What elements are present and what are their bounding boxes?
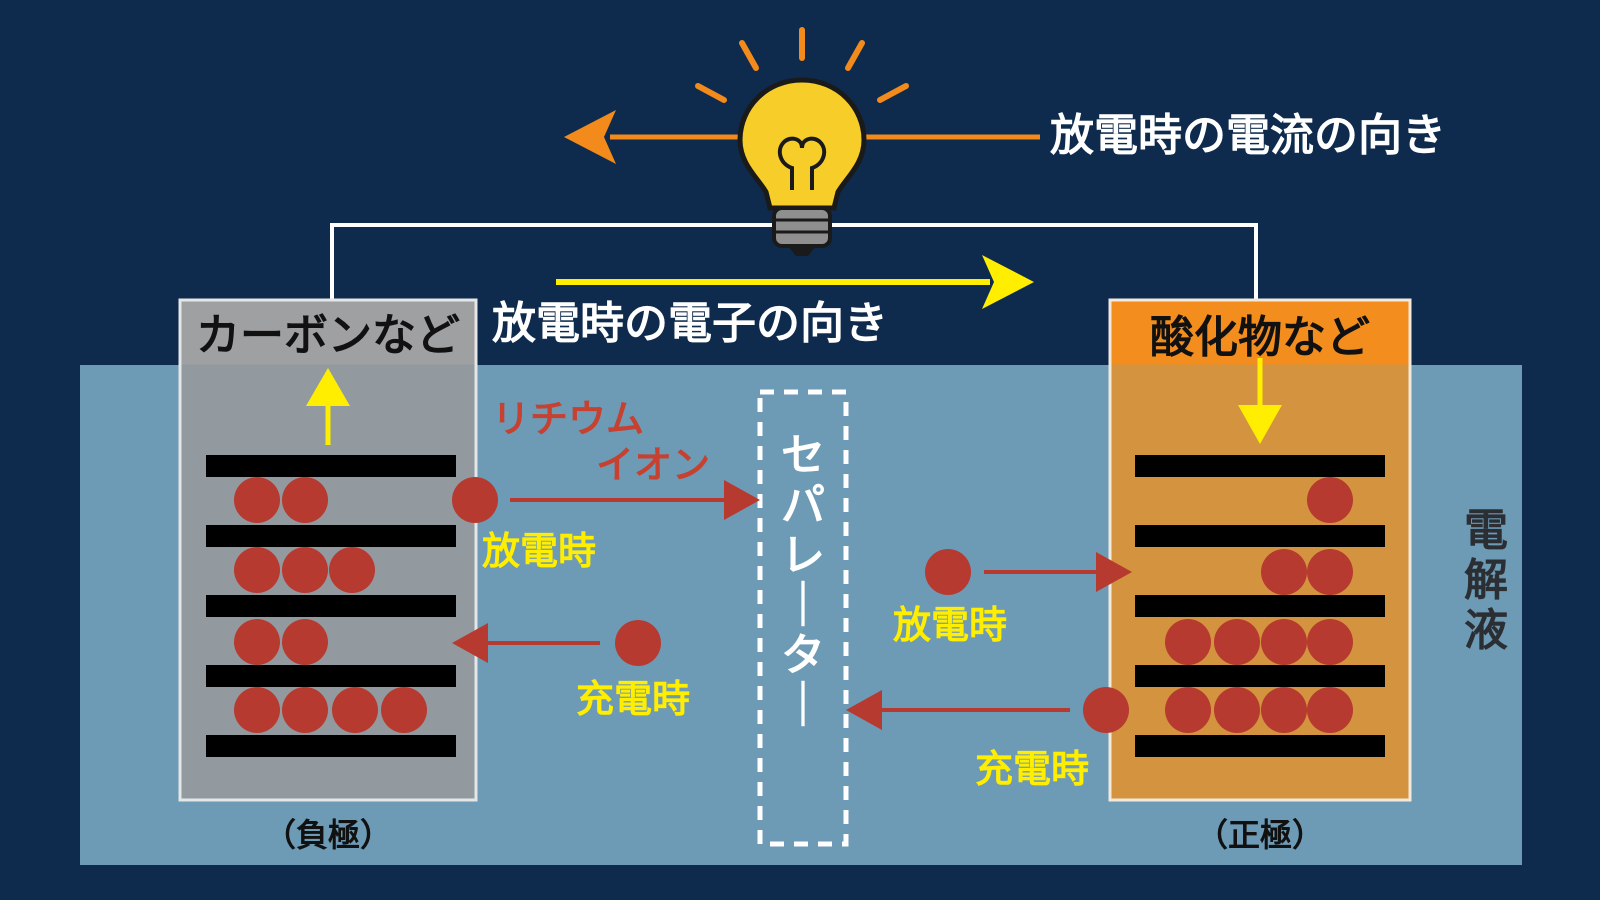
lithium-ion <box>282 477 328 523</box>
discharge-label-right: 放電時 <box>893 603 1007 647</box>
separator: セパレ｜タ｜ <box>757 389 849 847</box>
lithium-ion-moving <box>1083 687 1129 733</box>
positive-electron-arrowhead <box>1238 405 1282 444</box>
positive-material-label: 酸化物など <box>1150 312 1370 363</box>
lithium-ion <box>282 619 328 665</box>
positive-layers <box>1135 455 1385 757</box>
discharge-ion-arrowhead-left <box>724 480 760 520</box>
lithium-ion-moving <box>615 620 661 666</box>
negative-header-band <box>181 301 475 365</box>
lithium-ion <box>234 687 280 733</box>
negative-layers <box>206 455 456 757</box>
current-direction-arrowhead <box>564 110 616 164</box>
positive-electrode: 酸化物など （正極） <box>1108 298 1412 854</box>
negative-material-label: カーボンなど <box>196 310 460 361</box>
discharge-ion-arrowhead-right <box>1096 552 1132 592</box>
electron-direction-label: 放電時の電子の向き <box>492 298 888 349</box>
lithium-ion <box>234 547 280 593</box>
electrolyte-label: 電解液 <box>1464 505 1508 656</box>
lithium-ion <box>234 477 280 523</box>
graphite-layer <box>206 455 456 477</box>
bulb-base <box>772 206 832 248</box>
lithium-ion <box>1214 687 1260 733</box>
positive-electrode-box <box>1108 298 1412 802</box>
electron-direction-arrowhead <box>982 255 1034 309</box>
positive-ions <box>1165 477 1353 733</box>
lithium-ion <box>1307 687 1353 733</box>
lithium-ion <box>234 619 280 665</box>
lithium-ion-moving <box>452 477 498 523</box>
lithium-ion <box>1261 619 1307 665</box>
oxide-layer <box>1135 665 1385 687</box>
light-bulb-icon <box>695 27 909 256</box>
charge-label-right: 充電時 <box>975 747 1089 791</box>
oxide-layer <box>1135 595 1385 617</box>
lithium-ion-label-line2: イオン <box>596 443 710 487</box>
bulb-rays <box>695 27 909 103</box>
lithium-ion <box>1307 549 1353 595</box>
positive-electrode-label: （正極） <box>1196 816 1324 854</box>
oxide-layer <box>1135 525 1385 547</box>
lithium-ion-label-line1: リチウム <box>492 397 644 441</box>
lithium-ion <box>1165 687 1211 733</box>
graphite-layer <box>206 525 456 547</box>
separator-label: セパレ｜タ｜ <box>781 430 825 731</box>
lithium-ion <box>282 547 328 593</box>
oxide-layer <box>1135 735 1385 757</box>
charge-ion-arrowhead-right <box>846 690 882 730</box>
graphite-layer <box>206 665 456 687</box>
discharge-label-left: 放電時 <box>482 529 596 573</box>
lithium-ion <box>1307 619 1353 665</box>
current-direction-label: 放電時の電流の向き <box>1050 110 1446 161</box>
lithium-ion <box>1261 687 1307 733</box>
negative-ions <box>234 477 427 733</box>
negative-electrode-label: （負極） <box>264 816 392 854</box>
separator-box <box>757 389 849 847</box>
negative-electron-arrowhead <box>306 368 350 406</box>
bulb-filament <box>777 136 827 190</box>
lithium-ion <box>1214 619 1260 665</box>
negative-electrode: カーボンなど （負極） <box>178 298 478 854</box>
lithium-ion <box>329 547 375 593</box>
graphite-layer <box>206 735 456 757</box>
lithium-ion <box>1307 477 1353 523</box>
oxide-layer <box>1135 455 1385 477</box>
charge-ion-arrowhead-left <box>452 623 488 663</box>
lithium-ion <box>1261 549 1307 595</box>
lithium-ion <box>1165 619 1211 665</box>
lithium-ion <box>282 687 328 733</box>
charge-label-left: 充電時 <box>576 677 690 721</box>
graphite-layer <box>206 595 456 617</box>
lithium-ion <box>332 687 378 733</box>
positive-header-band <box>1111 301 1409 365</box>
lithium-ion <box>381 687 427 733</box>
bulb-tip <box>788 246 816 256</box>
lithium-ion-moving <box>925 549 971 595</box>
